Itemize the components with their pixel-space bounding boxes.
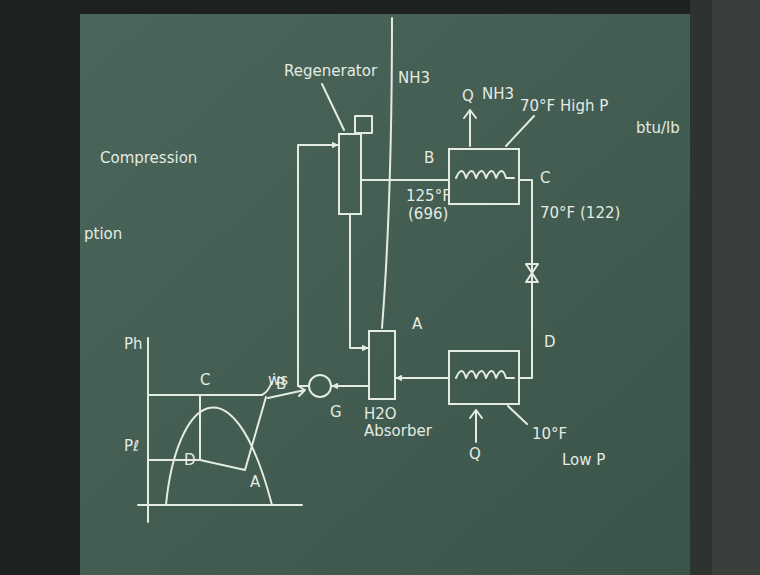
axis-label: Pℓ [124,438,139,455]
state-point: C [540,170,550,187]
state-point: D [544,334,556,351]
state-point: A [412,316,422,333]
node-text: Regenerator [284,63,377,80]
regenerator-box: Regenerator [338,133,362,215]
side-note: ption [84,226,122,243]
flow-line [520,180,532,378]
node-text: 70°F High P [520,98,608,115]
state-point: C [200,372,210,389]
state-point: B [424,150,434,167]
pressure-label: Low P [562,452,605,469]
pump-circle: G [308,374,332,398]
absorber-box: H2O Absorber [368,330,396,400]
heat-label: Q [469,446,481,463]
heat-label: Q [462,88,474,105]
enthalpy-label: (696) [408,206,448,223]
axis-label: Ph [124,336,143,353]
condenser-box: 70°F High P [448,148,520,205]
state-point: A [250,474,260,491]
temperature-label: 125°F [406,188,451,205]
state-point: B [276,376,286,393]
flow-line [332,385,368,387]
node-text: H2O Absorber [364,406,426,441]
flow-line [362,179,448,181]
fluid-label: NH3 [398,70,430,87]
node-text: 10°F [532,426,567,443]
unit-label: btu/lb [636,120,680,137]
state-point: D [184,452,196,469]
flow-line [298,145,338,386]
flow-line [396,377,448,379]
fluid-label: NH3 [482,86,514,103]
temperature-label: 70°F (122) [540,205,620,222]
side-note: Compression [100,150,197,167]
evaporator-box: 10°F [448,350,520,405]
flow-line [350,215,368,348]
node-text: G [330,404,342,421]
